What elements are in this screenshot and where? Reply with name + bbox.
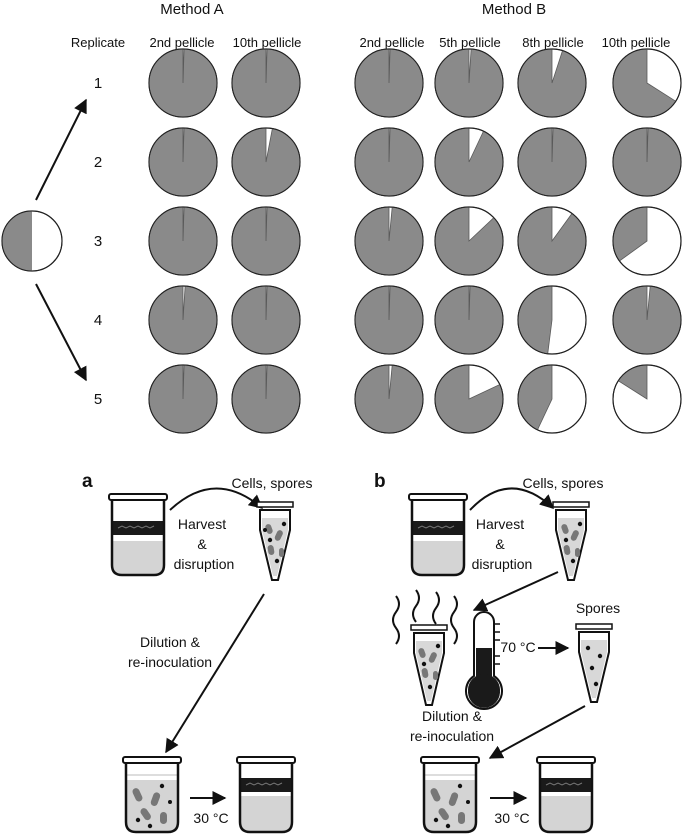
pie-a-r2-c2 xyxy=(231,127,301,197)
panel-b-harvest-line2: & xyxy=(495,536,505,552)
pie-b-r2-c1 xyxy=(354,127,424,197)
pie-b-r3-c1 xyxy=(354,206,424,276)
pie-a-r1-c2 xyxy=(231,48,301,118)
panel-b-dilution-arrow xyxy=(488,705,586,759)
panel-a-grown-beaker xyxy=(236,756,296,834)
panel-b-dilution-line2: re-inoculation xyxy=(410,728,494,744)
replicate-label-2: 2 xyxy=(94,154,102,171)
pie-b-r1-c2 xyxy=(434,48,504,118)
method-b-title: Method B xyxy=(482,1,546,18)
pie-b-r1-c3 xyxy=(517,48,587,118)
heat-waves-icon xyxy=(392,589,458,645)
thermometer-icon xyxy=(465,611,503,710)
panel-a-dilution-arrow xyxy=(165,593,265,754)
panel-b-heated-tube xyxy=(410,624,448,706)
col-header-b-2nd: 2nd pellicle xyxy=(359,35,424,50)
panel-b-diluted-beaker xyxy=(420,756,480,834)
pie-b-r1-c4 xyxy=(612,48,682,118)
panel-a-harvest-line3: disruption xyxy=(174,556,235,572)
pie-a-r5-c2 xyxy=(231,364,301,434)
pie-a-r3-c1 xyxy=(148,206,218,276)
panel-a-harvest-line1: Harvest xyxy=(178,516,226,532)
pie-a-r4-c2 xyxy=(231,285,301,355)
panel-b-grown-beaker xyxy=(536,756,596,834)
replicate-label-5: 5 xyxy=(94,391,102,408)
arrow-to-replicate-5 xyxy=(35,283,87,382)
pie-b-r5-c2 xyxy=(434,364,504,434)
panel-b-letter: b xyxy=(374,471,386,492)
pie-a-r5-c1 xyxy=(148,364,218,434)
col-header-a-2nd: 2nd pellicle xyxy=(149,35,214,50)
pie-a-r4-c1 xyxy=(148,285,218,355)
panel-b-dilution-line1: Dilution & xyxy=(422,708,483,724)
panel-b-spores-tube xyxy=(575,623,613,703)
panel-a-harvest-arrow xyxy=(169,487,264,511)
pie-b-r3-c2 xyxy=(434,206,504,276)
col-header-b-8th: 8th pellicle xyxy=(522,35,583,50)
panel-b-source-beaker xyxy=(408,493,468,577)
col-header-b-10th: 10th pellicle xyxy=(602,35,671,50)
panel-b-to-heat-arrow xyxy=(472,571,559,612)
panel-b-harvest-line1: Harvest xyxy=(476,516,524,532)
pie-b-r5-c1 xyxy=(354,364,424,434)
panel-a: a Cells, spores Harvest & disruption xyxy=(82,471,313,834)
replicate-header: Replicate xyxy=(71,35,125,50)
pie-b-r2-c2 xyxy=(434,127,504,197)
panel-b-harvest-arrow xyxy=(469,487,555,511)
pie-b-r4-c3-gray-slice xyxy=(517,285,553,355)
panel-b-spores-label: Spores xyxy=(576,600,620,616)
pie-a-r2-c1 xyxy=(148,127,218,197)
thermometer-temp: 70 °C xyxy=(500,639,535,655)
pie-b-r3-c3 xyxy=(517,206,587,276)
replicate-label-4: 4 xyxy=(94,312,102,329)
panel-a-source-beaker xyxy=(108,493,168,577)
method-a-title: Method A xyxy=(160,1,223,18)
start-pie-gray-slice xyxy=(2,211,32,271)
panel-b-tube xyxy=(552,501,590,581)
replicate-label-1: 1 xyxy=(94,75,102,92)
panel-a-cells-spores: Cells, spores xyxy=(232,475,313,491)
panel-b: b Cells, spores Harvest & disruption xyxy=(374,471,620,834)
panel-a-dilution-line2: re-inoculation xyxy=(128,654,212,670)
replicate-label-3: 3 xyxy=(94,233,102,250)
panel-a-temp: 30 °C xyxy=(193,810,228,826)
panel-b-cells-spores: Cells, spores xyxy=(523,475,604,491)
pie-b-r3-c4 xyxy=(612,206,682,276)
pie-b-r4-c4 xyxy=(612,285,682,355)
pie-grid-section: Method A Method B Replicate 2nd pellicle… xyxy=(1,1,682,434)
pie-b-r4-c1 xyxy=(354,285,424,355)
col-header-b-5th: 5th pellicle xyxy=(439,35,500,50)
panel-a-diluted-beaker xyxy=(122,756,182,834)
pie-b-r4-c2 xyxy=(434,285,504,355)
pie-cells xyxy=(148,48,682,434)
panel-a-harvest-line2: & xyxy=(197,536,207,552)
pie-b-r1-c1 xyxy=(354,48,424,118)
arrow-to-replicate-1 xyxy=(35,98,87,201)
panel-b-temp: 30 °C xyxy=(494,810,529,826)
panel-a-dilution-line1: Dilution & xyxy=(140,634,201,650)
pie-b-r2-c4 xyxy=(612,127,682,197)
pie-a-r1-c1 xyxy=(148,48,218,118)
start-pie xyxy=(1,210,63,272)
pie-b-r4-c3 xyxy=(517,285,587,355)
pie-b-r2-c3 xyxy=(517,127,587,197)
panel-a-letter: a xyxy=(82,471,93,492)
pie-b-r5-c3 xyxy=(517,364,587,434)
panel-a-tube xyxy=(256,501,294,581)
pie-a-r3-c2 xyxy=(231,206,301,276)
col-header-a-10th: 10th pellicle xyxy=(233,35,302,50)
pie-b-r5-c4 xyxy=(612,364,682,434)
panel-b-harvest-line3: disruption xyxy=(472,556,533,572)
